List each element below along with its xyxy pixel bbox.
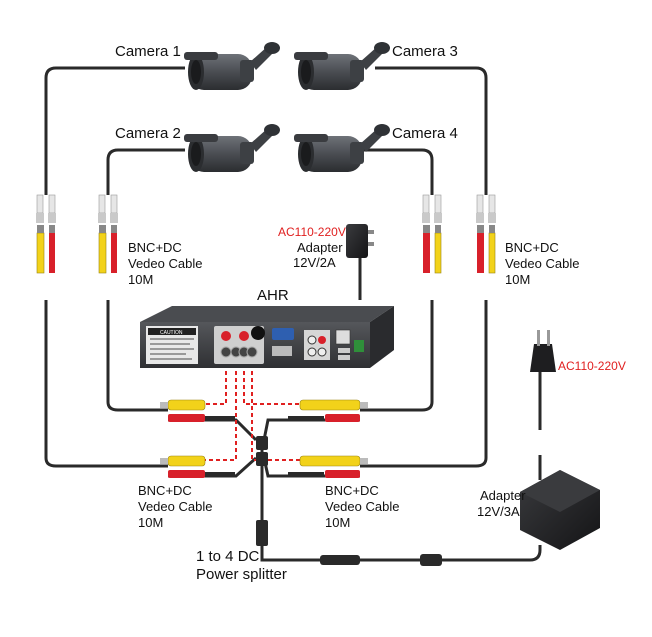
dvr-unit: CAUTION bbox=[140, 306, 394, 368]
wall-plug bbox=[530, 330, 556, 372]
splitter-label-line1: 1 to 4 DC bbox=[196, 548, 260, 565]
cable-label-line3: 10M bbox=[325, 515, 350, 530]
cable-label-line1: BNC+DC bbox=[505, 240, 559, 255]
camera-1 bbox=[184, 42, 280, 90]
camera-4-label: Camera 4 bbox=[392, 125, 458, 142]
camera-2-connectors bbox=[97, 194, 119, 274]
large-adapter-voltage: AC110-220V bbox=[558, 359, 626, 373]
small-adapter bbox=[346, 224, 374, 258]
cable-label-line1: BNC+DC bbox=[325, 483, 379, 498]
large-adapter-name: Adapter bbox=[480, 488, 526, 503]
camera-4 bbox=[294, 124, 390, 172]
cable-label-left-lower: BNC+DC Vedeo Cable 10M bbox=[138, 483, 212, 530]
small-adapter-name: Adapter bbox=[297, 240, 343, 255]
camera-2 bbox=[184, 124, 280, 172]
power-brick bbox=[520, 470, 600, 550]
camera-4-connectors bbox=[421, 194, 443, 274]
splitter-label-line2: Power splitter bbox=[196, 566, 287, 583]
dvr-caution-text: CAUTION bbox=[160, 330, 183, 336]
camera-1-connectors bbox=[35, 194, 57, 274]
cable-label-right-lower: BNC+DC Vedeo Cable 10M bbox=[325, 483, 399, 530]
camera-3-connectors bbox=[475, 194, 497, 274]
cable-label-line1: BNC+DC bbox=[128, 240, 182, 255]
large-adapter-rating: 12V/3A bbox=[477, 504, 520, 519]
cable-label-line3: 10M bbox=[138, 515, 163, 530]
lower-right-bottom-connectors bbox=[288, 455, 368, 478]
power-splitter bbox=[256, 436, 442, 566]
cable-label-line3: 10M bbox=[505, 272, 530, 287]
camera-3 bbox=[294, 42, 390, 90]
lower-left-top-connectors bbox=[160, 399, 235, 422]
lower-left-bottom-connectors bbox=[160, 455, 235, 478]
cable-label-line1: BNC+DC bbox=[138, 483, 192, 498]
cable-label-line2: Vedeo Cable bbox=[325, 499, 399, 514]
camera-3-label: Camera 3 bbox=[392, 43, 458, 60]
cable-label-right-upper: BNC+DC Vedeo Cable 10M bbox=[505, 240, 579, 287]
cable-label-line2: Vedeo Cable bbox=[138, 499, 212, 514]
cable-label-line2: Vedeo Cable bbox=[128, 256, 202, 271]
cable-label-left-upper: BNC+DC Vedeo Cable 10M bbox=[128, 240, 202, 287]
camera-2-label: Camera 2 bbox=[115, 125, 181, 142]
small-adapter-rating: 12V/2A bbox=[293, 255, 336, 270]
cable-label-line2: Vedeo Cable bbox=[505, 256, 579, 271]
camera-1-label: Camera 1 bbox=[115, 43, 181, 60]
small-adapter-voltage: AC110-220V bbox=[278, 225, 346, 239]
lower-right-top-connectors bbox=[288, 399, 368, 422]
dvr-label: AHR bbox=[257, 287, 289, 304]
cable-label-line3: 10M bbox=[128, 272, 153, 287]
